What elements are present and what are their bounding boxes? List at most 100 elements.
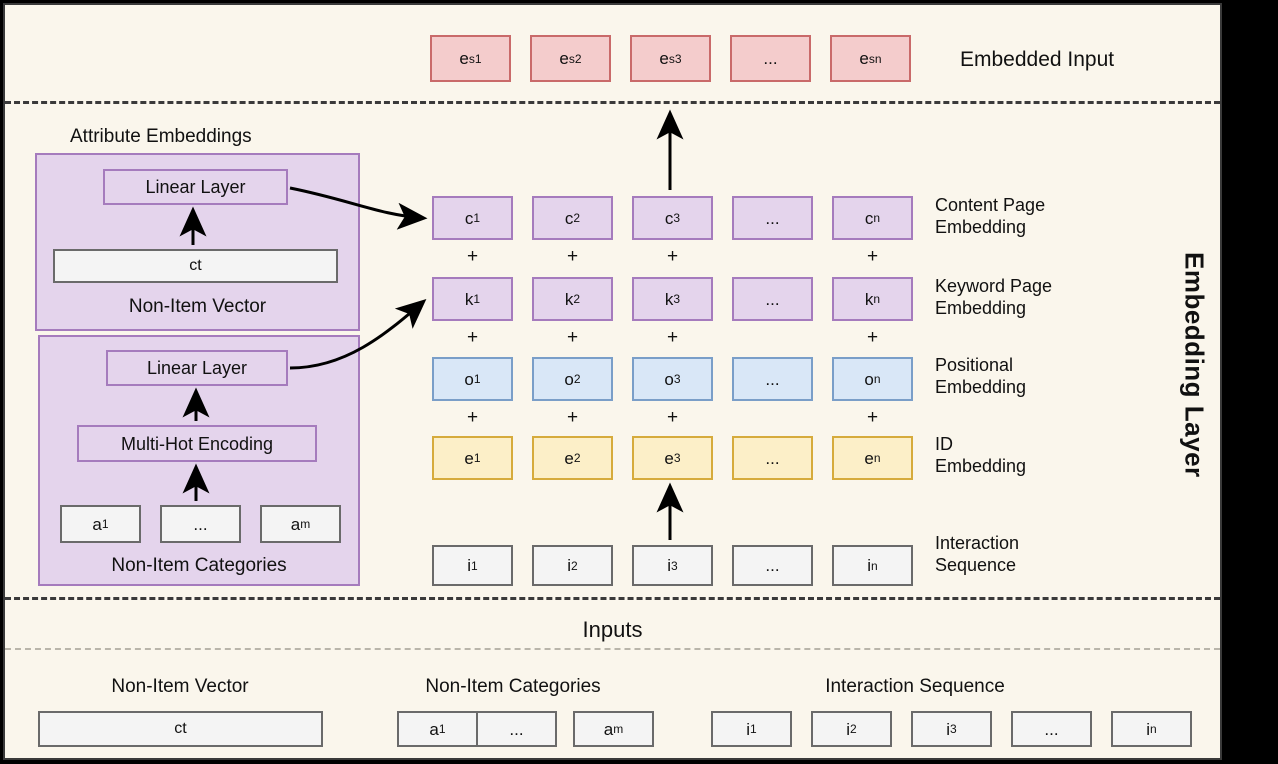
cell-subscript: 1 xyxy=(473,292,481,306)
cell-text: k xyxy=(464,289,474,309)
inputs-non-item-vector-ct: ct xyxy=(38,711,323,747)
cell-text: e xyxy=(664,448,674,468)
cell-text: i xyxy=(846,719,851,739)
inputs-group-caption-non-item-vector: Non-Item Vector xyxy=(111,676,249,697)
cell-text: a xyxy=(92,514,102,534)
non-item-vector-ct-box: ct xyxy=(53,249,338,283)
id-embedding-label: ID Embedding xyxy=(935,434,1027,476)
cell-subscript: 2 xyxy=(571,558,578,573)
inputs-interaction-sequence-cell-4: ... xyxy=(1011,711,1092,747)
ct-label: ct xyxy=(189,257,202,274)
plus-sign: + xyxy=(566,407,579,428)
cell-text: ... xyxy=(765,369,780,389)
cell-subscript: 2 xyxy=(573,292,581,306)
cell-text: i xyxy=(867,556,872,575)
cell-subscript: n xyxy=(873,211,881,225)
cell-subscript: 3 xyxy=(673,372,681,386)
divider-inputs-bottom xyxy=(5,648,1220,650)
cell-text: o xyxy=(864,369,874,389)
cell-subscript: 1 xyxy=(471,558,478,573)
cell-subscript: m xyxy=(300,517,311,531)
attribute-embeddings-title: Attribute Embeddings xyxy=(70,126,252,147)
cell-text: i xyxy=(467,556,472,575)
inputs-section-label: Inputs xyxy=(582,617,643,642)
cell-text: ... xyxy=(765,556,780,575)
plus-sign: + xyxy=(466,407,479,428)
plus-sign: + xyxy=(866,246,879,267)
cell-text: i xyxy=(946,719,951,739)
interaction-sequence-cell-4: ... xyxy=(732,545,813,586)
cell-subscript: 3 xyxy=(673,211,681,225)
non-item-vector-linear-layer: Linear Layer xyxy=(103,169,288,205)
cell-subscript: n xyxy=(873,292,881,306)
content-page-embedding-label: Content Page Embedding xyxy=(935,195,1046,237)
cell-text: ... xyxy=(765,208,780,228)
cell-text: e xyxy=(564,448,574,468)
plus-sign: + xyxy=(666,407,679,428)
cell-text: c xyxy=(664,208,674,228)
plus-sign: + xyxy=(666,327,679,348)
non-item-categories-cell-2: ... xyxy=(160,505,241,543)
cell-text: c xyxy=(564,208,574,228)
embedding-layer-title: Embedding Layer xyxy=(1174,155,1214,575)
keyword-page-embedding-cell-4: ... xyxy=(732,277,813,321)
cell-subscript: 1 xyxy=(750,722,757,736)
cell-text: o xyxy=(564,369,574,389)
cell-text: e xyxy=(559,49,569,68)
cell-subscript: 2 xyxy=(850,722,857,736)
cell-subscript: 1 xyxy=(101,517,109,531)
cell-subscript: s3 xyxy=(668,51,682,66)
positional-embedding-cell-4: ... xyxy=(732,357,813,401)
cell-text: i xyxy=(667,556,672,575)
cell-subscript: 3 xyxy=(671,558,678,573)
cell-text: i xyxy=(746,719,751,739)
cell-subscript: n xyxy=(1150,722,1157,736)
cell-subscript: 1 xyxy=(438,722,446,736)
cell-subscript: n xyxy=(873,372,881,386)
cell-text: e xyxy=(659,49,669,68)
plus-sign: + xyxy=(466,246,479,267)
cell-subscript: s1 xyxy=(468,51,482,66)
cell-text: e xyxy=(464,448,474,468)
cell-text: a xyxy=(429,719,439,739)
embedding-layer-text: Embedding Layer xyxy=(1179,252,1210,478)
linear-layer-label: Linear Layer xyxy=(145,177,246,197)
keyword-page-embedding-label: Keyword Page Embedding xyxy=(935,276,1053,318)
cell-text: ... xyxy=(765,448,780,468)
cell-text: ct xyxy=(174,720,187,737)
cell-text: ... xyxy=(1044,719,1059,739)
cell-subscript: 2 xyxy=(573,451,581,465)
plus-sign: + xyxy=(566,327,579,348)
cell-subscript: 1 xyxy=(473,451,481,465)
non-item-vector-caption: Non-Item Vector xyxy=(128,296,267,317)
inputs-group-caption-interaction-sequence: Interaction Sequence xyxy=(825,676,1005,697)
cell-subscript: n xyxy=(871,558,878,573)
multi-hot-label: Multi-Hot Encoding xyxy=(120,433,274,454)
cell-text: e xyxy=(859,49,869,68)
plus-sign: + xyxy=(666,246,679,267)
inputs-group-caption-non-item-categories: Non-Item Categories xyxy=(425,676,601,697)
inputs-non-item-categories-cell-2: ... xyxy=(476,711,557,747)
plus-sign: + xyxy=(566,246,579,267)
cell-text: c xyxy=(464,208,474,228)
